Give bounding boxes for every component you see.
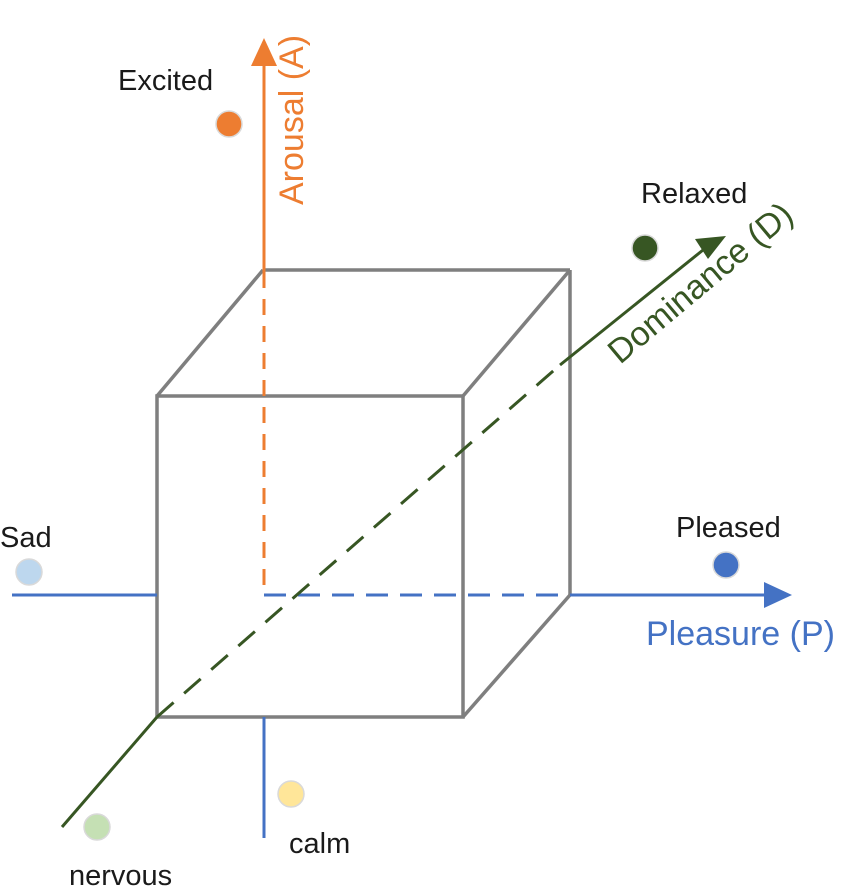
pleasure-axis-label: Pleasure (P) <box>646 615 835 653</box>
dominance-axis-upper-solid <box>559 248 704 367</box>
excited-label: Excited <box>118 65 213 97</box>
dominance-axis-dashed <box>156 363 561 719</box>
cube-front-face <box>155 394 465 719</box>
relaxed-label: Relaxed <box>641 178 747 210</box>
excited-dot <box>215 110 243 138</box>
pleasure-axis: Pleasure (P) <box>12 582 835 838</box>
cube-top-left-depth-edge <box>155 268 265 398</box>
relaxed-dot <box>631 234 659 262</box>
calm-dot <box>277 780 305 808</box>
pleased-label: Pleased <box>676 512 781 544</box>
cube-top-right-depth-edge <box>461 268 572 398</box>
arousal-arrowhead <box>251 38 277 66</box>
dominance-arrowhead <box>695 236 726 259</box>
sad-dot <box>15 558 43 586</box>
nervous-label: nervous <box>69 860 172 892</box>
emotion-points: Excited Relaxed Sad Pleased calm nervous <box>0 65 781 892</box>
cube <box>155 268 572 719</box>
sad-label: Sad <box>0 522 52 554</box>
pleasure-arrowhead <box>764 582 792 608</box>
arousal-axis: Arousal (A) <box>251 35 311 595</box>
nervous-dot <box>83 813 111 841</box>
pleased-dot <box>712 551 740 579</box>
arousal-axis-label: Arousal (A) <box>273 35 311 205</box>
calm-label: calm <box>289 828 350 860</box>
cube-bottom-right-depth-edge <box>461 593 572 719</box>
dominance-axis-label: Dominance (D) <box>601 195 801 371</box>
dominance-axis-lower-solid <box>60 716 159 828</box>
